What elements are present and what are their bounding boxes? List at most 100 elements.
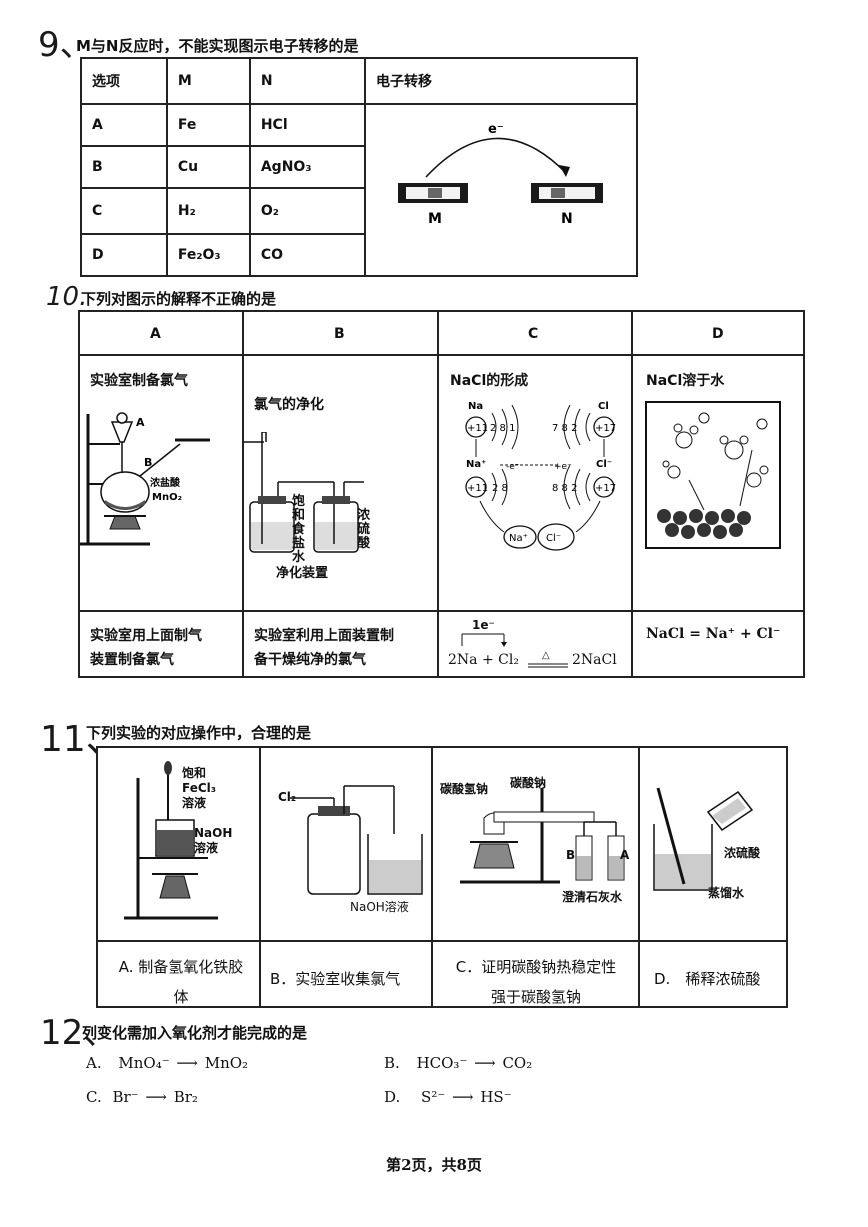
q12-option-c-to: Br₂ <box>173 1088 198 1106</box>
q9-diagram-cell: e⁻ M N <box>364 103 638 277</box>
q10-c-eq-left: 2Na + Cl₂ <box>448 652 519 668</box>
q9-electron-diagram: e⁻ M N <box>398 122 603 227</box>
q11-b-naoh-label: NaOH溶液 <box>350 900 409 914</box>
q10-b-conc-acid-label: 浓 硫 酸 <box>357 509 371 551</box>
q11-option-c-line: C．证明碳酸钠热稳定性 <box>455 958 617 976</box>
q10-c-plus-e: +e⁻ <box>554 462 572 472</box>
q10-c-ion-na: Na⁺ <box>509 533 528 544</box>
q10-number: 10. <box>46 282 88 312</box>
q10-header-a: A <box>150 326 161 342</box>
q12-option-d-to: HS⁻ <box>480 1088 512 1106</box>
q11-option-b: B．实验室收集氯气 <box>270 970 401 988</box>
q11-c-nahco3-label: 碳酸氢钠 <box>440 782 489 796</box>
q12-option-d-from: S²⁻ <box>421 1088 446 1106</box>
q12-option-b: B. HCO₃⁻ ⟶ CO₂ <box>384 1054 532 1072</box>
q11-a-fecl3-label: 饱和 FeCl₃ 溶液 <box>182 766 216 811</box>
q12-option-c-label: C. <box>86 1088 102 1106</box>
q10-c-transfer: 1e⁻ <box>472 618 495 632</box>
q10-c-na-ion-shell: 2 8 <box>492 483 508 494</box>
q11-option-a: A. 制备氢氧化铁胶 体 <box>106 952 256 1012</box>
q10-title-d: NaCl溶于水 <box>646 373 725 389</box>
q10-explain-a: 实验室用上面制气 装置制备氯气 <box>90 624 202 672</box>
q11-c-a-label: A <box>620 848 630 862</box>
q12-option-b-from: HCO₃⁻ <box>416 1054 468 1072</box>
q10-c-na-ion: Na⁺ <box>466 459 486 470</box>
q10-c-cl-ion-shell: 8 8 2 <box>552 483 577 494</box>
q10-c-diagram: Na Cl +11 2 8 1 +17 7 8 2 Na⁺ Cl⁻ -e⁻ +e… <box>465 401 616 551</box>
q10-a-label-mno2: MnO₂ <box>152 492 182 503</box>
q12-option-c-from: Br⁻ <box>112 1088 139 1106</box>
q9-label-n: N <box>561 211 573 227</box>
q11-d-acid-label: 浓硫酸 <box>724 846 761 860</box>
q9-row-d-m: Fe₂O₃ <box>165 233 251 277</box>
q10-c-cl-ion-nucleus: +17 <box>595 483 616 494</box>
q10-c-ion-cl: Cl⁻ <box>546 533 561 544</box>
q10-b-sat-char: 和 <box>292 508 306 523</box>
q12-option-c: C. Br⁻ ⟶ Br₂ <box>86 1088 198 1106</box>
q10-b-conc-char: 硫 <box>357 522 371 537</box>
q9-header-transfer: 电子转移 <box>364 57 638 105</box>
q10-header-b: B <box>334 326 345 342</box>
q10-table: A B C D 实验室制备氯气 氯气的净化 NaCl的形成 NaCl溶于水 A … <box>78 310 805 678</box>
q10-a-label-hcl: 浓盐酸 <box>150 476 181 489</box>
q9-row-d-n: CO <box>248 233 367 277</box>
q9-label-m: M <box>428 211 442 227</box>
q10-explain-b-line: 实验室利用上面装置制 <box>254 628 394 644</box>
q10-explain-a-line: 实验室用上面制气 <box>90 628 202 644</box>
q11-stem: 下列实验的对应操作中，合理的是 <box>86 724 312 742</box>
q10-b-sat-char: 水 <box>292 550 306 565</box>
q10-a-label-b: B <box>144 456 152 469</box>
q10-b-sat-salt-label: 饱 和 食 盐 水 <box>292 495 306 565</box>
q10-header-d: D <box>712 326 724 342</box>
q10-explain-b-line: 备干燥纯净的氯气 <box>254 652 366 668</box>
q9-table: 选项 M N 电子转移 A Fe HCl e⁻ M N B Cu <box>80 57 638 277</box>
q10-b-conc-char: 浓 <box>357 508 371 523</box>
q9-row-b-n: AgNO₃ <box>248 145 367 189</box>
page-footer: 第2页，共8页 <box>386 1156 482 1174</box>
q10-b-caption: 净化装置 <box>276 566 329 581</box>
q11-c-b-label: B <box>566 848 576 862</box>
q12-option-a-label: A. <box>86 1054 102 1072</box>
q10-a-label-a: A <box>136 416 145 429</box>
q11-option-c-line: 强于碳酸氢钠 <box>490 988 581 1006</box>
q12-option-a-from: MnO₄⁻ <box>118 1054 170 1072</box>
q11-d-apparatus <box>653 787 754 891</box>
q10-c-cl-nucleus: +17 <box>595 423 616 434</box>
q9-stem: M与N反应时，不能实现图示电子转移的是 <box>76 37 359 55</box>
q11-a-naoh-line: 溶液 <box>194 841 219 855</box>
q9-header-m: M <box>165 57 251 105</box>
q11-c-lime-label: 澄清石灰水 <box>562 890 623 904</box>
q12-option-a-to: MnO₂ <box>204 1054 249 1072</box>
q10-header-c: C <box>528 326 539 342</box>
q10-b-sat-char: 盐 <box>292 536 306 551</box>
q11-option-a-line: A. 制备氢氧化铁胶 <box>118 958 244 976</box>
q9-row-c-opt: C <box>80 187 168 235</box>
q12-option-a: A. MnO₄⁻ ⟶ MnO₂ <box>86 1054 248 1072</box>
q11-a-apparatus <box>124 761 218 920</box>
q11-table: 饱和 FeCl₃ 溶液 NaOH 溶液 Cl₂ NaOH溶液 碳酸氢钠 碳 <box>96 746 788 1008</box>
q12-option-b-to: CO₂ <box>502 1054 533 1072</box>
q11-d-water-label: 蒸馏水 <box>708 886 745 900</box>
q10-c-eq-cond: △ <box>542 650 550 661</box>
q9-row-c-m: H₂ <box>165 187 251 235</box>
q12-option-d-label: D. <box>384 1088 401 1106</box>
q10-c-na-shell: 2 8 1 <box>490 423 515 434</box>
q9-row-c-n: O₂ <box>248 187 367 235</box>
q9-row-b-opt: B <box>80 145 168 189</box>
q11-a-naoh-label: NaOH 溶液 <box>194 826 232 856</box>
q10-explain-d: NaCl = Na⁺ + Cl⁻ <box>646 626 781 642</box>
q10-stem: 下列对图示的解释不正确的是 <box>81 290 277 308</box>
q12-option-a-arrow: ⟶ <box>176 1054 198 1072</box>
q10-a-apparatus: A B 浓盐酸 MnO₂ <box>80 412 210 546</box>
q10-b-sat-char: 饱 <box>292 494 306 509</box>
q9-number: 9、 <box>38 25 94 65</box>
q10-c-na-nucleus: +11 <box>467 423 488 434</box>
q11-option-d: D. 稀释浓硫酸 <box>654 970 761 988</box>
q9-row-a-opt: A <box>80 103 168 147</box>
q12-option-d-arrow: ⟶ <box>452 1088 474 1106</box>
q10-title-a: 实验室制备氯气 <box>90 373 188 389</box>
q12-option-b-arrow: ⟶ <box>474 1054 496 1072</box>
q11-number: 11、 <box>40 719 122 760</box>
q9-row-d-opt: D <box>80 233 168 277</box>
q10-c-cl-ion: Cl⁻ <box>596 459 612 470</box>
